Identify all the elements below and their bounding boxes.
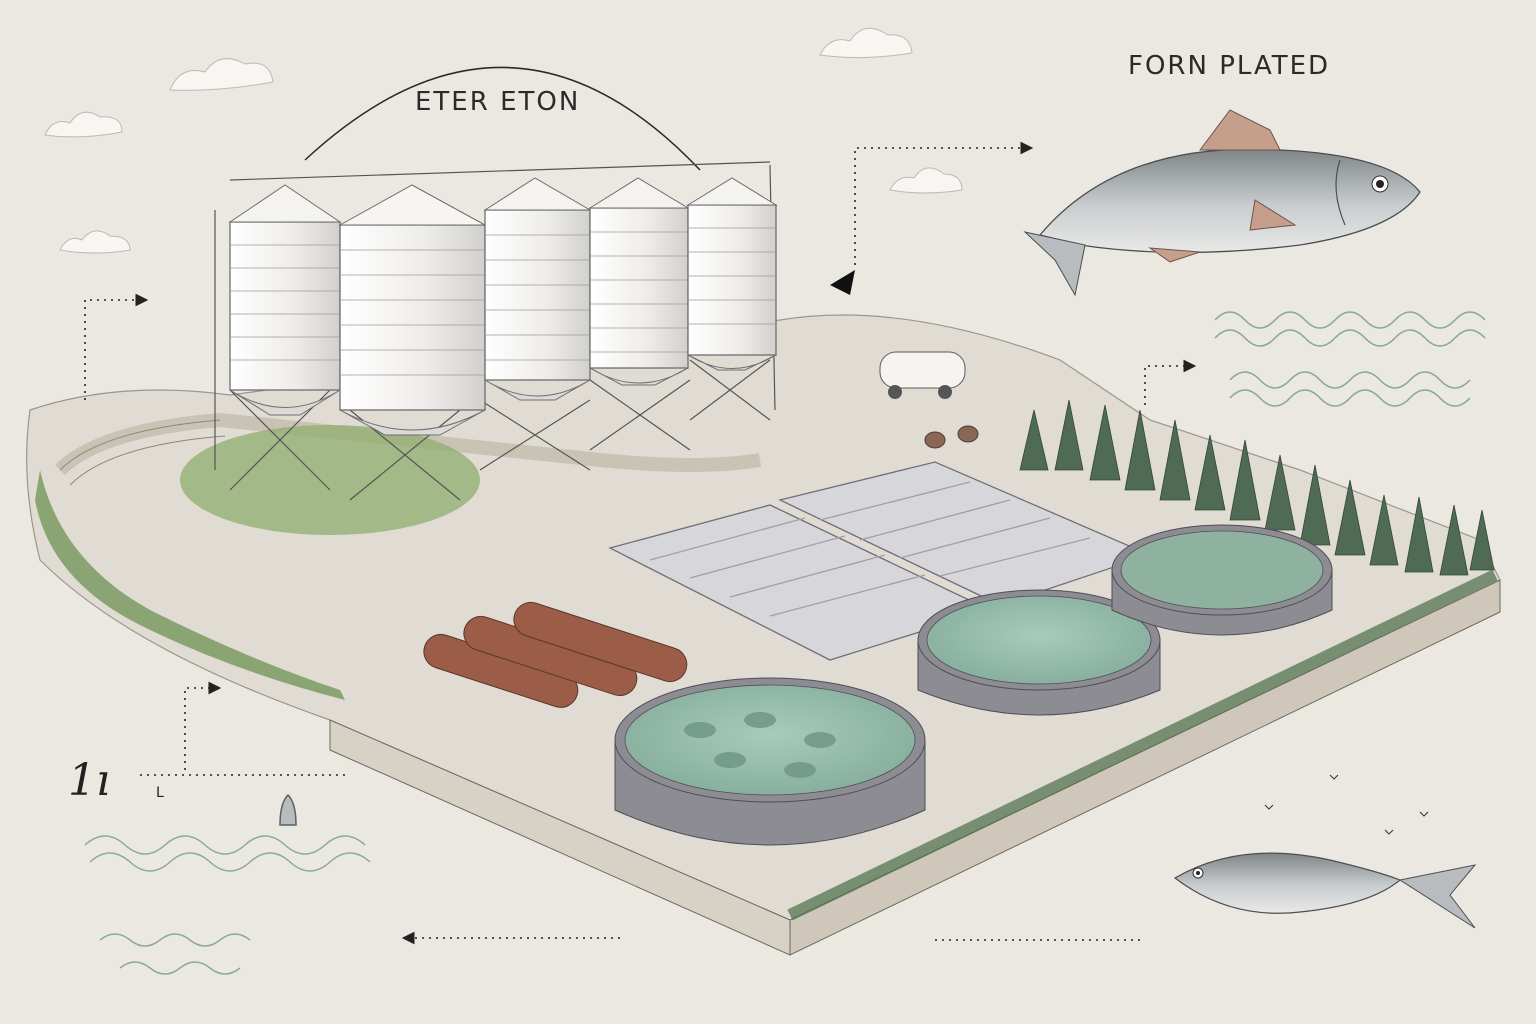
tree-icon xyxy=(1019,399,1495,576)
log-piles xyxy=(423,601,688,708)
wave-icon xyxy=(1214,311,1486,407)
connector-tick xyxy=(830,270,855,295)
tank-small xyxy=(1111,524,1333,636)
top-right-title: FORN PLATED xyxy=(1128,51,1330,81)
left-sub: L xyxy=(156,785,164,801)
cloud-icon xyxy=(44,27,963,254)
tank-icon xyxy=(614,524,1333,846)
front-wall xyxy=(329,569,1501,956)
bird-icon xyxy=(1264,774,1429,835)
arc-line xyxy=(304,66,701,171)
left-mark: 1ı xyxy=(68,755,110,806)
silo-frame xyxy=(214,161,776,501)
log-pile-small xyxy=(924,425,979,449)
small-fish-icon xyxy=(1173,852,1477,929)
tank-medium xyxy=(917,589,1161,716)
arrow-icon xyxy=(84,141,1197,945)
tank-large xyxy=(614,677,926,846)
fish-icon xyxy=(1023,109,1421,297)
silo-icon xyxy=(214,161,778,501)
wave-icon-left xyxy=(84,793,371,975)
truck-icon xyxy=(879,351,966,399)
raceway-channels xyxy=(608,461,1152,661)
arc-title-group: ETER ETON xyxy=(304,66,701,171)
arc-title: ETER ETON xyxy=(415,87,580,117)
